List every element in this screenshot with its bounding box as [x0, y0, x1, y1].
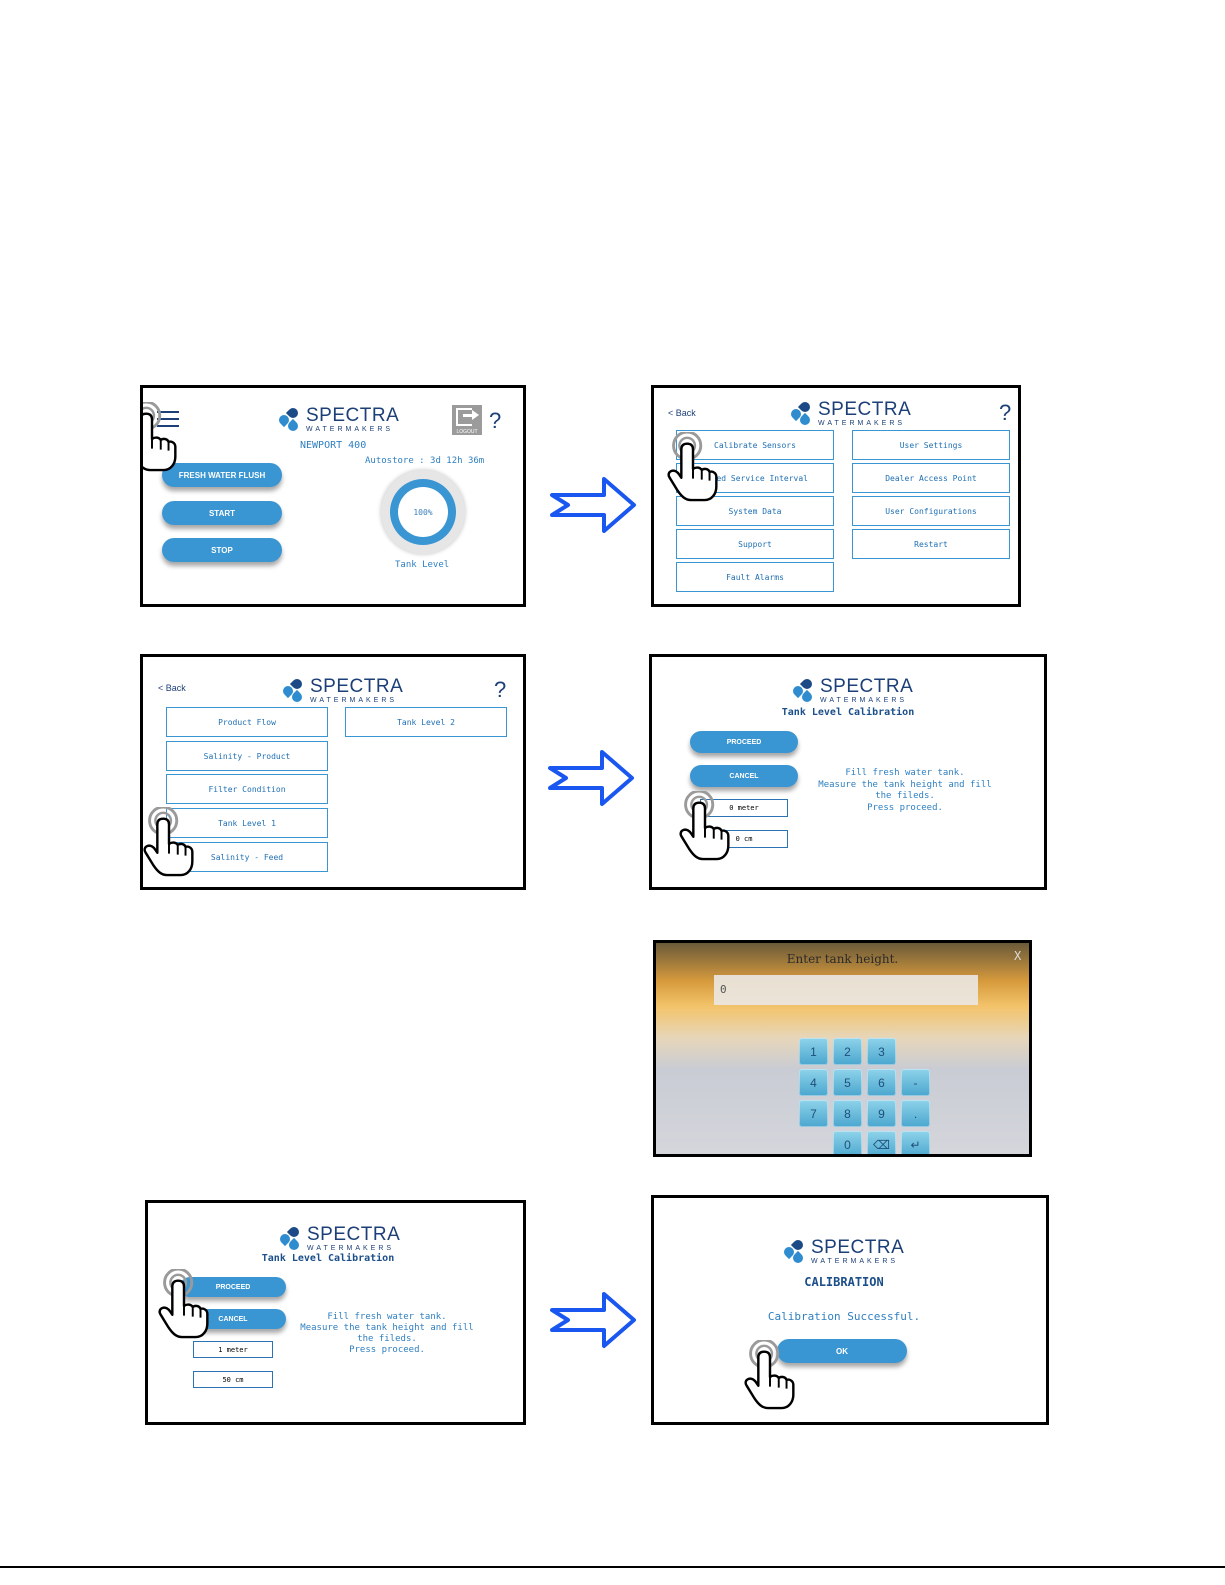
key-6[interactable]: 6: [867, 1069, 896, 1096]
tank-percent: 100%: [398, 487, 448, 537]
back-button[interactable]: < Back: [668, 408, 696, 418]
screen-keypad: Enter tank height. X 0 1 2 3 4 5 6 - 7 8…: [653, 940, 1032, 1157]
page-title: CALIBRATION: [804, 1275, 884, 1289]
meter-field[interactable]: 1 meter: [193, 1341, 273, 1358]
tank-level-label: Tank Level: [395, 560, 450, 570]
menu-icon[interactable]: [157, 408, 179, 428]
tank-level-gauge: 100%: [381, 470, 465, 554]
fresh-water-flush-button[interactable]: FRESH WATER FLUSH: [162, 463, 282, 487]
next-arrow-icon: [550, 1292, 636, 1348]
key-1[interactable]: 1: [799, 1038, 828, 1065]
help-icon[interactable]: ?: [999, 400, 1012, 425]
tap-hand-icon: [744, 1340, 795, 1410]
proceed-button[interactable]: PROCEED: [180, 1277, 286, 1297]
cm-field[interactable]: 50 cm: [193, 1371, 273, 1388]
help-icon[interactable]: ?: [489, 408, 502, 433]
tank-level-1-button[interactable]: Tank Level 1: [166, 808, 328, 838]
calibrate-sensors-button[interactable]: Calibrate Sensors: [676, 430, 834, 460]
key-5[interactable]: 5: [833, 1069, 862, 1096]
key-minus[interactable]: -: [901, 1069, 930, 1096]
filter-condition-button[interactable]: Filter Condition: [166, 774, 328, 804]
cancel-button[interactable]: CANCEL: [690, 765, 798, 787]
key-backspace[interactable]: ⌫: [867, 1131, 896, 1154]
key-9[interactable]: 9: [867, 1100, 896, 1127]
autostore-status: Autostore : 3d 12h 36m: [365, 456, 485, 466]
instructions: Fill fresh water tank.Measure the tank h…: [300, 1312, 474, 1355]
key-2[interactable]: 2: [833, 1038, 862, 1065]
salinity-product-button[interactable]: Salinity - Product: [166, 741, 328, 771]
key-0[interactable]: 0: [833, 1131, 862, 1154]
close-icon[interactable]: X: [1014, 949, 1022, 963]
instructions: Fill fresh water tank.Measure the tank h…: [818, 768, 992, 813]
key-4[interactable]: 4: [799, 1069, 828, 1096]
user-configurations-button[interactable]: User Configurations: [852, 496, 1010, 526]
support-button[interactable]: Support: [676, 529, 834, 559]
tap-hand-icon: [158, 1269, 209, 1339]
dealer-access-point-button[interactable]: Dealer Access Point: [852, 463, 1010, 493]
proceed-button[interactable]: PROCEED: [690, 731, 798, 753]
stop-button[interactable]: STOP: [162, 538, 282, 562]
success-message: Calibration Successful.: [767, 1310, 921, 1323]
restart-button[interactable]: Restart: [852, 529, 1010, 559]
logout-icon[interactable]: LOGOUT: [452, 405, 482, 435]
tap-hand-icon: [143, 807, 194, 877]
logout-label: LOGOUT: [456, 429, 478, 435]
product-flow-button[interactable]: Product Flow: [166, 707, 328, 737]
page-bottom-rule: [0, 1566, 1225, 1568]
key-7[interactable]: 7: [799, 1100, 828, 1127]
fault-alarms-button[interactable]: Fault Alarms: [676, 562, 834, 592]
tap-hand-icon: [143, 402, 177, 472]
back-button[interactable]: < Back: [158, 683, 186, 693]
next-arrow-icon: [548, 750, 634, 806]
key-enter[interactable]: ↵: [901, 1131, 930, 1154]
page-title: Tank Level Calibration: [261, 1253, 395, 1264]
key-3[interactable]: 3: [867, 1038, 896, 1065]
tap-hand-icon: [679, 791, 730, 861]
ok-button[interactable]: OK: [777, 1339, 907, 1363]
model-name: NEWPORT 400: [300, 440, 367, 451]
tap-hand-icon: [667, 432, 718, 502]
key-dot[interactable]: .: [901, 1100, 930, 1127]
keypad-prompt: Enter tank height.: [786, 952, 899, 966]
keypad-value-input[interactable]: 0: [714, 975, 978, 1005]
page-title: Tank Level Calibration: [781, 707, 915, 718]
key-8[interactable]: 8: [833, 1100, 862, 1127]
next-arrow-icon: [550, 477, 636, 533]
tank-level-2-button[interactable]: Tank Level 2: [345, 707, 507, 737]
user-settings-button[interactable]: User Settings: [852, 430, 1010, 460]
help-icon[interactable]: ?: [494, 677, 507, 702]
start-button[interactable]: START: [162, 501, 282, 525]
